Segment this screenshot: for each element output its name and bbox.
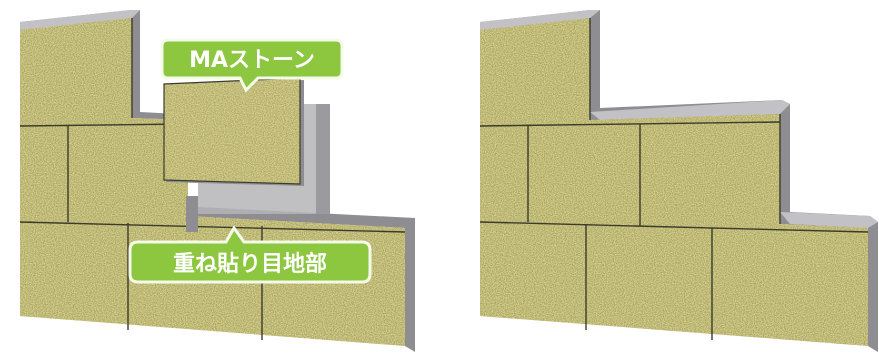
right-joint-lines (479, 18, 869, 340)
left-wall-frame-top (20, 10, 140, 30)
callout-overlap-joint: 重ね貼り目地部 (128, 225, 372, 284)
ma-stone-tile (163, 77, 304, 186)
callout-ma-stone: MAストーン (160, 38, 344, 93)
label-overlap-joint: 重ね貼り目地部 (173, 251, 327, 277)
right-wall-figure (479, 10, 878, 352)
label-ma-stone: MAストーン (189, 48, 315, 73)
right-stone-surface (480, 18, 868, 346)
overlap-joint-strip (186, 196, 198, 232)
left-wall-figure: MAストーン 重ね貼り目地部 (19, 10, 415, 352)
